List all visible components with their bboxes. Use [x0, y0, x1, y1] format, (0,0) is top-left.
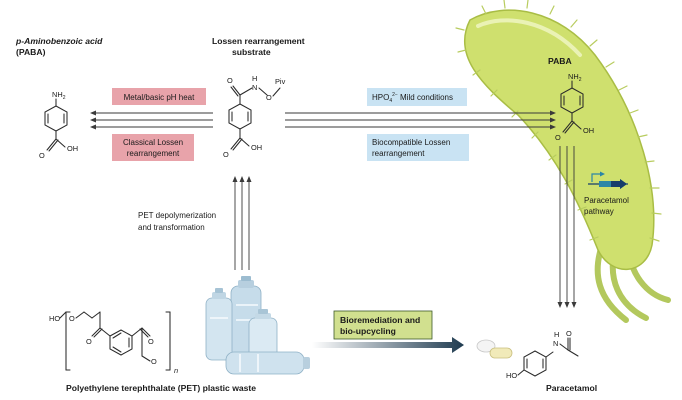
pet-ether-oxygen: O: [69, 314, 75, 323]
pet-carbonyl-oxygen-1: O: [86, 337, 92, 346]
paba-title-line2: (PABA): [16, 47, 46, 57]
paracetamol-label: Paracetamol: [546, 383, 597, 393]
ester-oxygen: O: [266, 93, 272, 102]
acid-carbonyl-oxygen: O: [223, 150, 229, 159]
carbonyl-oxygen-top: O: [227, 76, 233, 85]
paracetamol-gene-icon: [588, 171, 628, 189]
lossen-substrate-structure: O H N O Piv O OH: [223, 74, 286, 159]
paracetamol-structure: HO H N O: [506, 329, 579, 380]
condition-biocompat-line2: rearrangement: [372, 149, 425, 158]
condition-box-classical-lossen: [112, 134, 194, 161]
piv-group: Piv: [275, 77, 286, 86]
arrows-pet-to-lossen: [232, 176, 252, 270]
amide-hydrogen: H: [252, 74, 257, 83]
amine-group-cell: NH2: [568, 72, 582, 83]
hydroxyl-group: OH: [67, 144, 78, 153]
bacterium-body: [464, 9, 655, 270]
lossen-title-line1: Lossen rearrangement: [212, 36, 305, 46]
paba-title-line1: p-Aminobenzoic acid: [15, 36, 103, 46]
pet-repeat-n: n: [174, 366, 178, 375]
paba-in-cell-label: PABA: [548, 56, 572, 66]
pet-depolymerization-line2: and transformation: [138, 223, 205, 232]
acid-hydroxyl: OH: [251, 143, 262, 152]
lossen-title-line2: substrate: [232, 47, 271, 57]
amide-nitrogen: N: [252, 83, 257, 92]
paracetamol-hydroxyl: HO: [506, 371, 517, 380]
condition-box-hpo4: [367, 88, 467, 106]
plastic-bottles: [205, 276, 310, 375]
amine-group: NH2: [52, 90, 66, 101]
paracetamol-carbonyl-oxygen: O: [566, 329, 572, 338]
bacterium-pili: [455, 0, 662, 242]
paracetamol-amide-h: H: [554, 330, 559, 339]
pet-ho-end: HO: [49, 314, 60, 323]
bacterium: [455, 0, 671, 323]
arrows-to-paba-cell: [285, 110, 556, 130]
bioremediation-line1: Bioremediation and: [340, 315, 420, 325]
condition-box-bioremediation: [333, 310, 433, 340]
bioremediation-arrow: [312, 337, 464, 353]
bacterium-highlight: [476, 18, 582, 57]
paracetamol-nitrogen: N: [553, 339, 558, 348]
pet-waste-label: Polyethylene terephthalate (PET) plastic…: [66, 383, 256, 393]
pet-depolymerization-line1: PET depolymerization: [138, 211, 216, 220]
condition-classical-line2: rearrangement: [127, 149, 180, 158]
condition-hpo4: HPO42− Mild conditions: [372, 92, 453, 104]
bioremediation-line2: bio-upcycling: [340, 326, 396, 336]
paracetamol-pathway-line2: pathway: [584, 207, 614, 216]
arrows-to-paba-left: [90, 110, 213, 130]
pet-ester-oxygen: O: [151, 357, 157, 366]
arrows-to-paracetamol: [557, 146, 577, 308]
paba-structure-in-cell: NH2 O OH: [555, 72, 594, 142]
condition-metal-basic: Metal/basic pH heat: [124, 93, 195, 102]
condition-box-biocompatible-lossen: [367, 134, 469, 161]
paracetamol-pills: [476, 339, 513, 359]
hydroxyl-group-cell: OH: [583, 126, 594, 135]
carbonyl-oxygen-cell: O: [555, 133, 561, 142]
condition-box-metal-basic: [112, 88, 206, 105]
pet-polymer-structure: HO O O O O n: [49, 311, 178, 375]
condition-classical-line1: Classical Lossen: [123, 138, 183, 147]
pet-carbonyl-oxygen-2: O: [148, 337, 154, 346]
paba-structure-left: NH2 O OH: [39, 90, 78, 160]
condition-biocompat-line1: Biocompatible Lossen: [372, 138, 450, 147]
carbonyl-oxygen: O: [39, 151, 45, 160]
paracetamol-pathway-line1: Paracetamol: [584, 196, 629, 205]
